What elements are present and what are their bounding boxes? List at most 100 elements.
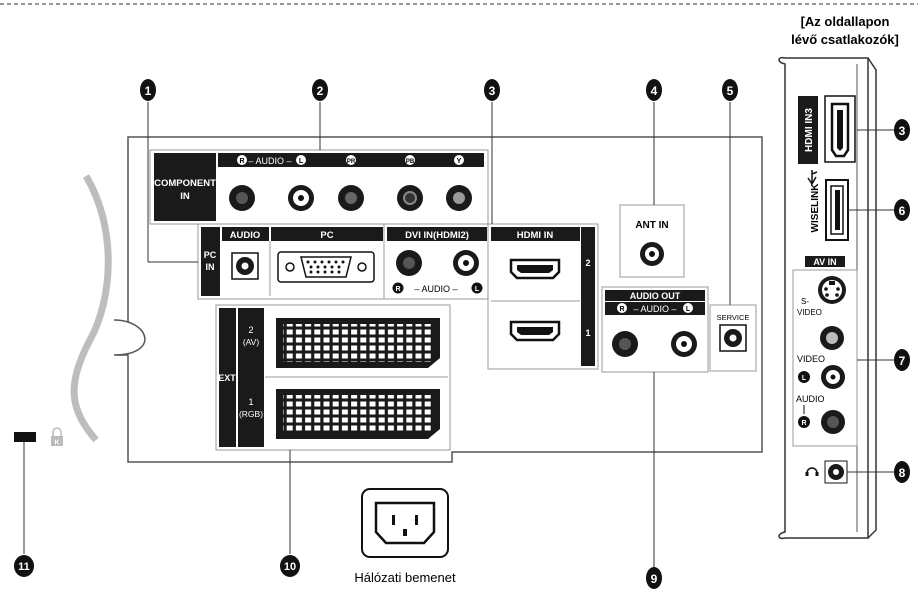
callout-8: 8 [894,461,910,483]
audio-out-word: – AUDIO – [633,304,676,314]
dvi-audio-r-jack[interactable] [396,250,422,276]
component-pb-jack[interactable] [397,185,423,211]
pc-label: PC [320,230,333,241]
svg-text:3: 3 [489,84,496,98]
callout-1: 1 [140,79,156,101]
pc-audio-label: AUDIO [230,230,261,241]
ant-in-jack[interactable] [640,242,664,266]
kensington-slot [14,432,36,442]
ext-port2-line2: (AV) [243,337,260,347]
side-audio-label: AUDIO [796,394,825,404]
callout-2: 2 [312,79,328,101]
side-headphone-jack[interactable] [824,460,848,484]
hdmi-port2-label: 2 [585,258,590,268]
leader-lines [23,102,894,568]
side-hdmi3-port[interactable] [824,95,856,163]
power-label: Hálózati bemenet [354,570,456,585]
svg-text:2: 2 [317,84,324,98]
callout-3-side: 3 [894,119,910,141]
pc-audio-jack[interactable] [231,252,259,280]
svg-text:7: 7 [899,354,906,368]
service-group: SERVICE [709,304,757,372]
svg-text:6: 6 [899,204,906,218]
component-pb-label: PB [406,159,415,165]
component-audio-l-jack[interactable] [288,185,314,211]
pc-in-label-line2: IN [206,262,215,272]
svg-text:9: 9 [651,572,658,586]
callout-10: 10 [280,555,300,577]
pc-in-label-line1: PC [204,250,217,260]
dvi-title: DVI IN(HDMI2) [405,230,469,241]
svg-text:5: 5 [727,84,734,98]
power-inlet[interactable] [361,488,449,558]
component-in-group: COMPONENT IN R – AUDIO – L PR PB Y [149,149,489,225]
dvi-audio-l: L [475,286,480,293]
side-audio-l-jack[interactable] [821,365,845,389]
callout-11: 11 [14,555,34,577]
scart-port-2[interactable] [276,318,440,368]
scart-port-1[interactable] [276,389,440,439]
component-audio-r: R [239,158,244,165]
side-audio-r-jack[interactable] [821,410,845,434]
svg-text:1: 1 [145,84,152,98]
callout-3: 3 [484,79,500,101]
component-audio-l: L [299,158,304,165]
ext-port1-line1: 1 [248,397,253,407]
component-label-line1: COMPONENT [154,178,216,189]
side-svideo-jack[interactable] [818,276,846,304]
callout-6: 6 [894,199,910,221]
service-jack[interactable] [719,324,747,352]
service-label: SERVICE [717,313,750,322]
svg-text:11: 11 [18,561,30,573]
side-wiselink-label: WISELINK [810,183,821,233]
hdmi-port-2[interactable] [509,258,561,280]
side-caption-line1: [Az oldallapon [801,14,890,29]
hdmi-in-title: HDMI IN [517,230,554,241]
callout-badges: 1 2 3 4 5 3 6 7 8 9 10 11 [14,79,910,589]
hdmi-port-1[interactable] [509,320,561,342]
side-panel: HDMI IN3 WISELINK AV IN S- VIDEO [778,56,877,540]
side-svideo-line2: VIDEO [797,308,822,317]
component-pr-label: PR [347,159,356,165]
component-label-line2: IN [180,191,190,202]
side-audio-l-badge: L [802,375,807,382]
svg-text:4: 4 [651,84,658,98]
panel-notch [113,319,146,356]
component-y-label: Y [457,158,462,165]
audio-out-l: L [686,306,691,313]
callout-4: 4 [646,79,662,101]
ext-group: EXT 2 (AV) 1 (RGB) [215,304,451,451]
dvi-audio-r: R [395,286,400,293]
audio-out-title: AUDIO OUT [630,291,681,301]
side-video-label: VIDEO [797,354,825,364]
side-video-jack[interactable] [820,326,844,350]
ant-in-label: ANT IN [635,220,668,231]
dvi-audio-l-jack[interactable] [453,250,479,276]
headphone-icon [805,467,819,476]
component-y-jack[interactable] [446,185,472,211]
ext-port2-line1: 2 [248,325,253,335]
kensington-lock-icon: K [51,427,63,447]
ext-port1-line2: (RGB) [239,409,263,419]
rear-panel-outline [117,136,763,463]
svg-text:8: 8 [899,466,906,480]
cable-curve-decoration [70,174,112,443]
audio-out-r-jack[interactable] [612,331,638,357]
dvi-audio-word: – AUDIO – [414,284,457,294]
pc-vga-port[interactable] [277,251,375,283]
hdmi-in-group: HDMI IN 2 1 [487,223,599,370]
audio-out-r: R [619,306,624,313]
component-audio-r-jack[interactable] [229,185,255,211]
component-audio-word: – AUDIO – [248,156,291,166]
side-wiselink-usb-port[interactable] [825,179,849,241]
usb-icon [807,170,818,186]
audio-out-l-jack[interactable] [671,331,697,357]
ant-in-group: ANT IN [619,204,685,278]
svg-text:3: 3 [899,124,906,138]
svg-text:K: K [54,440,59,447]
component-pr-jack[interactable] [338,185,364,211]
side-av-in-label: AV IN [813,257,836,267]
side-hdmi3-label: HDMI IN3 [804,108,815,152]
callout-7: 7 [894,349,910,371]
ext-label: EXT [218,373,236,383]
